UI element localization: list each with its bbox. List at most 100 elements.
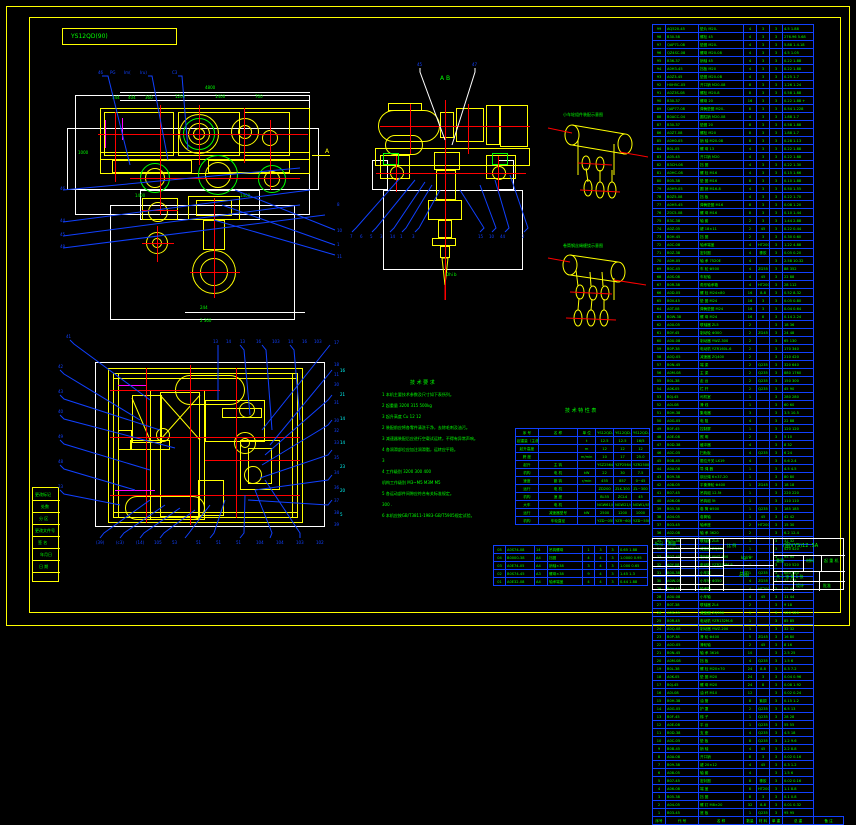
rev-row-4: 签 名 [38, 540, 48, 545]
bom-cell: B0J-45 [665, 392, 699, 401]
bom-cell: B09-38 [665, 760, 699, 769]
bom-header-cell: 代 号 [665, 816, 699, 825]
bom-cell: B0L-05 [665, 144, 699, 153]
spec-cell: 副 钩 [537, 476, 579, 485]
bom-cell: 8 [743, 136, 757, 145]
bom-cell: 0.10 1.88 [782, 176, 814, 185]
sheet-label-box: YS12QD(90) [62, 28, 177, 45]
bom-cell: 0.22 1.88 [782, 64, 814, 73]
bom-cell: 0.30 0.60 [782, 232, 814, 241]
bom-cell: 1 [743, 720, 757, 729]
tech-note-6: 3 [382, 458, 385, 463]
bom-cell: 99 [652, 24, 666, 33]
tech-note-8: 机构工作级别 M3~M5 M3M M5 [382, 480, 441, 485]
bom-cell: 3 [769, 432, 783, 441]
spec-cell: 1000 [631, 508, 650, 517]
bom-cell: 0.02 0.16 [782, 752, 814, 761]
bom-cell: 280 280 [782, 392, 814, 401]
bom-cell: B0R-45 [665, 616, 699, 625]
bom-cell: 14 [652, 704, 666, 713]
spec-cell: YZD~550/5 [631, 516, 650, 525]
bom-cell: 1.5 6 [782, 656, 814, 665]
bom-cell: 限位开关 LX19 [698, 456, 744, 465]
bom-cell: A06-08 [665, 784, 699, 793]
bom-cell: 3 [769, 360, 783, 369]
plan-dim-5: 700 [255, 94, 263, 99]
bom-cell: 1 [743, 624, 757, 633]
bom-cell: 93 [652, 72, 666, 81]
bom-cell: 支 座 [698, 728, 744, 737]
legend-item-4: 23 [340, 464, 346, 469]
bom-cell: 8.8 [756, 800, 770, 809]
plan-balloon-t0: 46 [98, 70, 104, 75]
bom-cell: B3C-38 [665, 216, 699, 225]
bom-cell: 3 [769, 656, 783, 665]
bom-cell [756, 488, 770, 497]
bom-cell: 8 [743, 208, 757, 217]
bom-cell: 平衡滑轮 Φ400 [698, 480, 744, 489]
bl-balloon-b2: (14) [136, 540, 145, 545]
bom-cell: A0H3-45 [665, 64, 699, 73]
spec-cell: 车轮直径 [537, 516, 579, 525]
bom-cell: 橡胶 [756, 248, 770, 257]
bl-balloon-r3: 30 [334, 382, 340, 387]
bom-cell: 45 [652, 456, 666, 465]
bom-cell: 16 [743, 312, 757, 321]
bom-cell: A0Z3S-08 [665, 88, 699, 97]
bom-cell: 0.58 1.88 [782, 120, 814, 129]
elev-balloon-t0: 45 [417, 62, 423, 67]
bom-cell: 3 [769, 424, 783, 433]
bom-cell: 油 杯 M10 [698, 688, 744, 697]
plan-note-bottom: 2 300 [200, 318, 212, 323]
bom-cell: 走 台 [698, 376, 744, 385]
bom-cell: 2 [743, 600, 757, 609]
bom-cell: 3 [769, 176, 783, 185]
bom-bottom-cell: 轴承端盖 [547, 577, 583, 586]
bom-cell: 320 640 [782, 360, 814, 369]
spec-header-cell: 单 位 [577, 428, 597, 437]
plan-balloon-t3: Iru) [140, 70, 147, 75]
rev-row-1: 处数 [41, 504, 49, 509]
bom-cell: A0Q-05 [665, 352, 699, 361]
spec-cell: m/min [577, 452, 597, 461]
bom-cell: 45 [756, 224, 770, 233]
bom-cell: 3 [756, 304, 770, 313]
bom-cell: 32 [743, 800, 757, 809]
bom-cell: 导 绳 器 [698, 464, 744, 473]
bom-cell: 5.88 1.4.18 [782, 40, 814, 49]
bom-cell: B0Z-38 [665, 248, 699, 257]
spec-cell: 45 [631, 492, 650, 501]
bom-cell: 37 [652, 520, 666, 529]
spec-cell: 电 机 [537, 468, 579, 477]
bom-cell [756, 336, 770, 345]
bom-cell: A0E-08 [665, 432, 699, 441]
spec-table: 序 号名 称单 位YS12QD-1YS12QD-2YS12QD-3起重量（主/副… [515, 428, 650, 525]
bom-cell: 3 [769, 96, 783, 105]
bom-cell: A0HC-08 [665, 168, 699, 177]
bom-cell: 吊钩组 12.5t [698, 488, 744, 497]
bl-balloon-t7: 103 [314, 339, 322, 344]
bom-cell: 0.15 1.66 [782, 168, 814, 177]
plan-lbl-1: 1400 [240, 193, 251, 198]
bom-cell: 80 [652, 176, 666, 185]
bom-cell: 56 [652, 368, 666, 377]
plan-dim-overall: 4800 [205, 85, 216, 90]
legend-item-5: 20 [340, 488, 346, 493]
bom-cell: 24 [743, 672, 757, 681]
bom-cell: 4.5 4.5 [782, 464, 814, 473]
bom-cell: AQ520-45 [665, 24, 699, 33]
spec-cell: 机构 [515, 516, 539, 525]
bom-cell: 58 [652, 352, 666, 361]
detail-upper-title: 小车轮组件装配示意图 [563, 112, 603, 117]
bom-cell: 3 [756, 24, 770, 33]
spec-cell: 跨 度 [515, 452, 539, 461]
bom-bottom-cell: 吊钩螺母 [547, 545, 583, 554]
